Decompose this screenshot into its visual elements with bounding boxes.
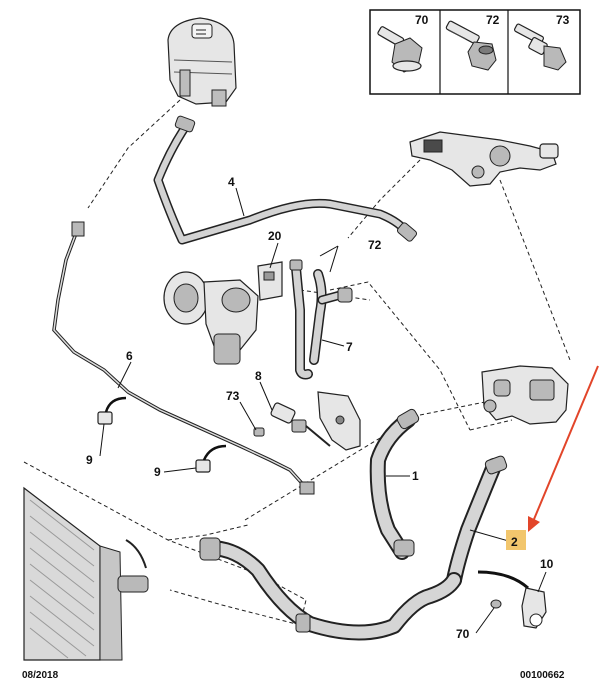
- callout-72: 72: [368, 238, 382, 252]
- key-cell-70: 70: [377, 13, 429, 73]
- callout-2-highlight: 2: [506, 530, 526, 550]
- bolt-70-part: [490, 599, 502, 609]
- key-number-72: 72: [486, 13, 500, 27]
- clip-9-upper: [97, 396, 127, 425]
- bracket-10: [477, 570, 547, 629]
- hose-2: [446, 455, 508, 588]
- radiator: [23, 486, 149, 661]
- thermostat-housing: [409, 131, 559, 187]
- key-cell-72: 72: [445, 13, 500, 71]
- key-number-70: 70: [415, 13, 429, 27]
- callout-1: 1: [412, 469, 419, 483]
- callout-9-upper: 9: [86, 453, 93, 467]
- fastener-key-table: 70 72 73: [369, 9, 581, 95]
- callout-6: 6: [126, 349, 133, 363]
- callout-9-lower: 9: [154, 465, 161, 479]
- hose-7: [289, 259, 353, 380]
- callout-2: 2: [511, 535, 518, 549]
- lower-radiator-hose: [199, 537, 462, 641]
- leader-lines: [99, 187, 547, 634]
- bracket-20: [257, 261, 283, 301]
- callout-7: 7: [346, 340, 353, 354]
- turbo-pump-assembly: [163, 271, 259, 365]
- pipe-6: [52, 221, 315, 495]
- footer-reference: 00100662: [520, 670, 565, 681]
- hose-1: [369, 408, 420, 560]
- callout-10: 10: [540, 557, 554, 571]
- socket-bolt-icon: [445, 20, 497, 71]
- footer-date: 08/2018: [22, 670, 59, 681]
- expansion-tank: [167, 17, 237, 107]
- shoulder-bolt-icon: [513, 23, 567, 71]
- key-number-73: 73: [556, 13, 570, 27]
- flange-bolt-icon: [377, 26, 423, 73]
- callout-4: 4: [228, 175, 235, 189]
- indicator-arrow: [528, 365, 599, 532]
- hose-4: [153, 115, 418, 245]
- callout-8: 8: [255, 369, 262, 383]
- water-outlet-housing: [481, 365, 569, 425]
- clip-9-lower: [195, 444, 227, 473]
- callout-20: 20: [268, 229, 282, 243]
- callout-labels: 4 20 72 7 6 8 73 9 9 1 2 10 70: [86, 175, 554, 641]
- bolt-73-part: [253, 427, 265, 437]
- callout-73: 73: [226, 389, 240, 403]
- key-cell-73: 73: [513, 13, 570, 71]
- mounting-bracket: [317, 391, 361, 451]
- callout-70: 70: [456, 627, 470, 641]
- sensor-8: [270, 402, 331, 447]
